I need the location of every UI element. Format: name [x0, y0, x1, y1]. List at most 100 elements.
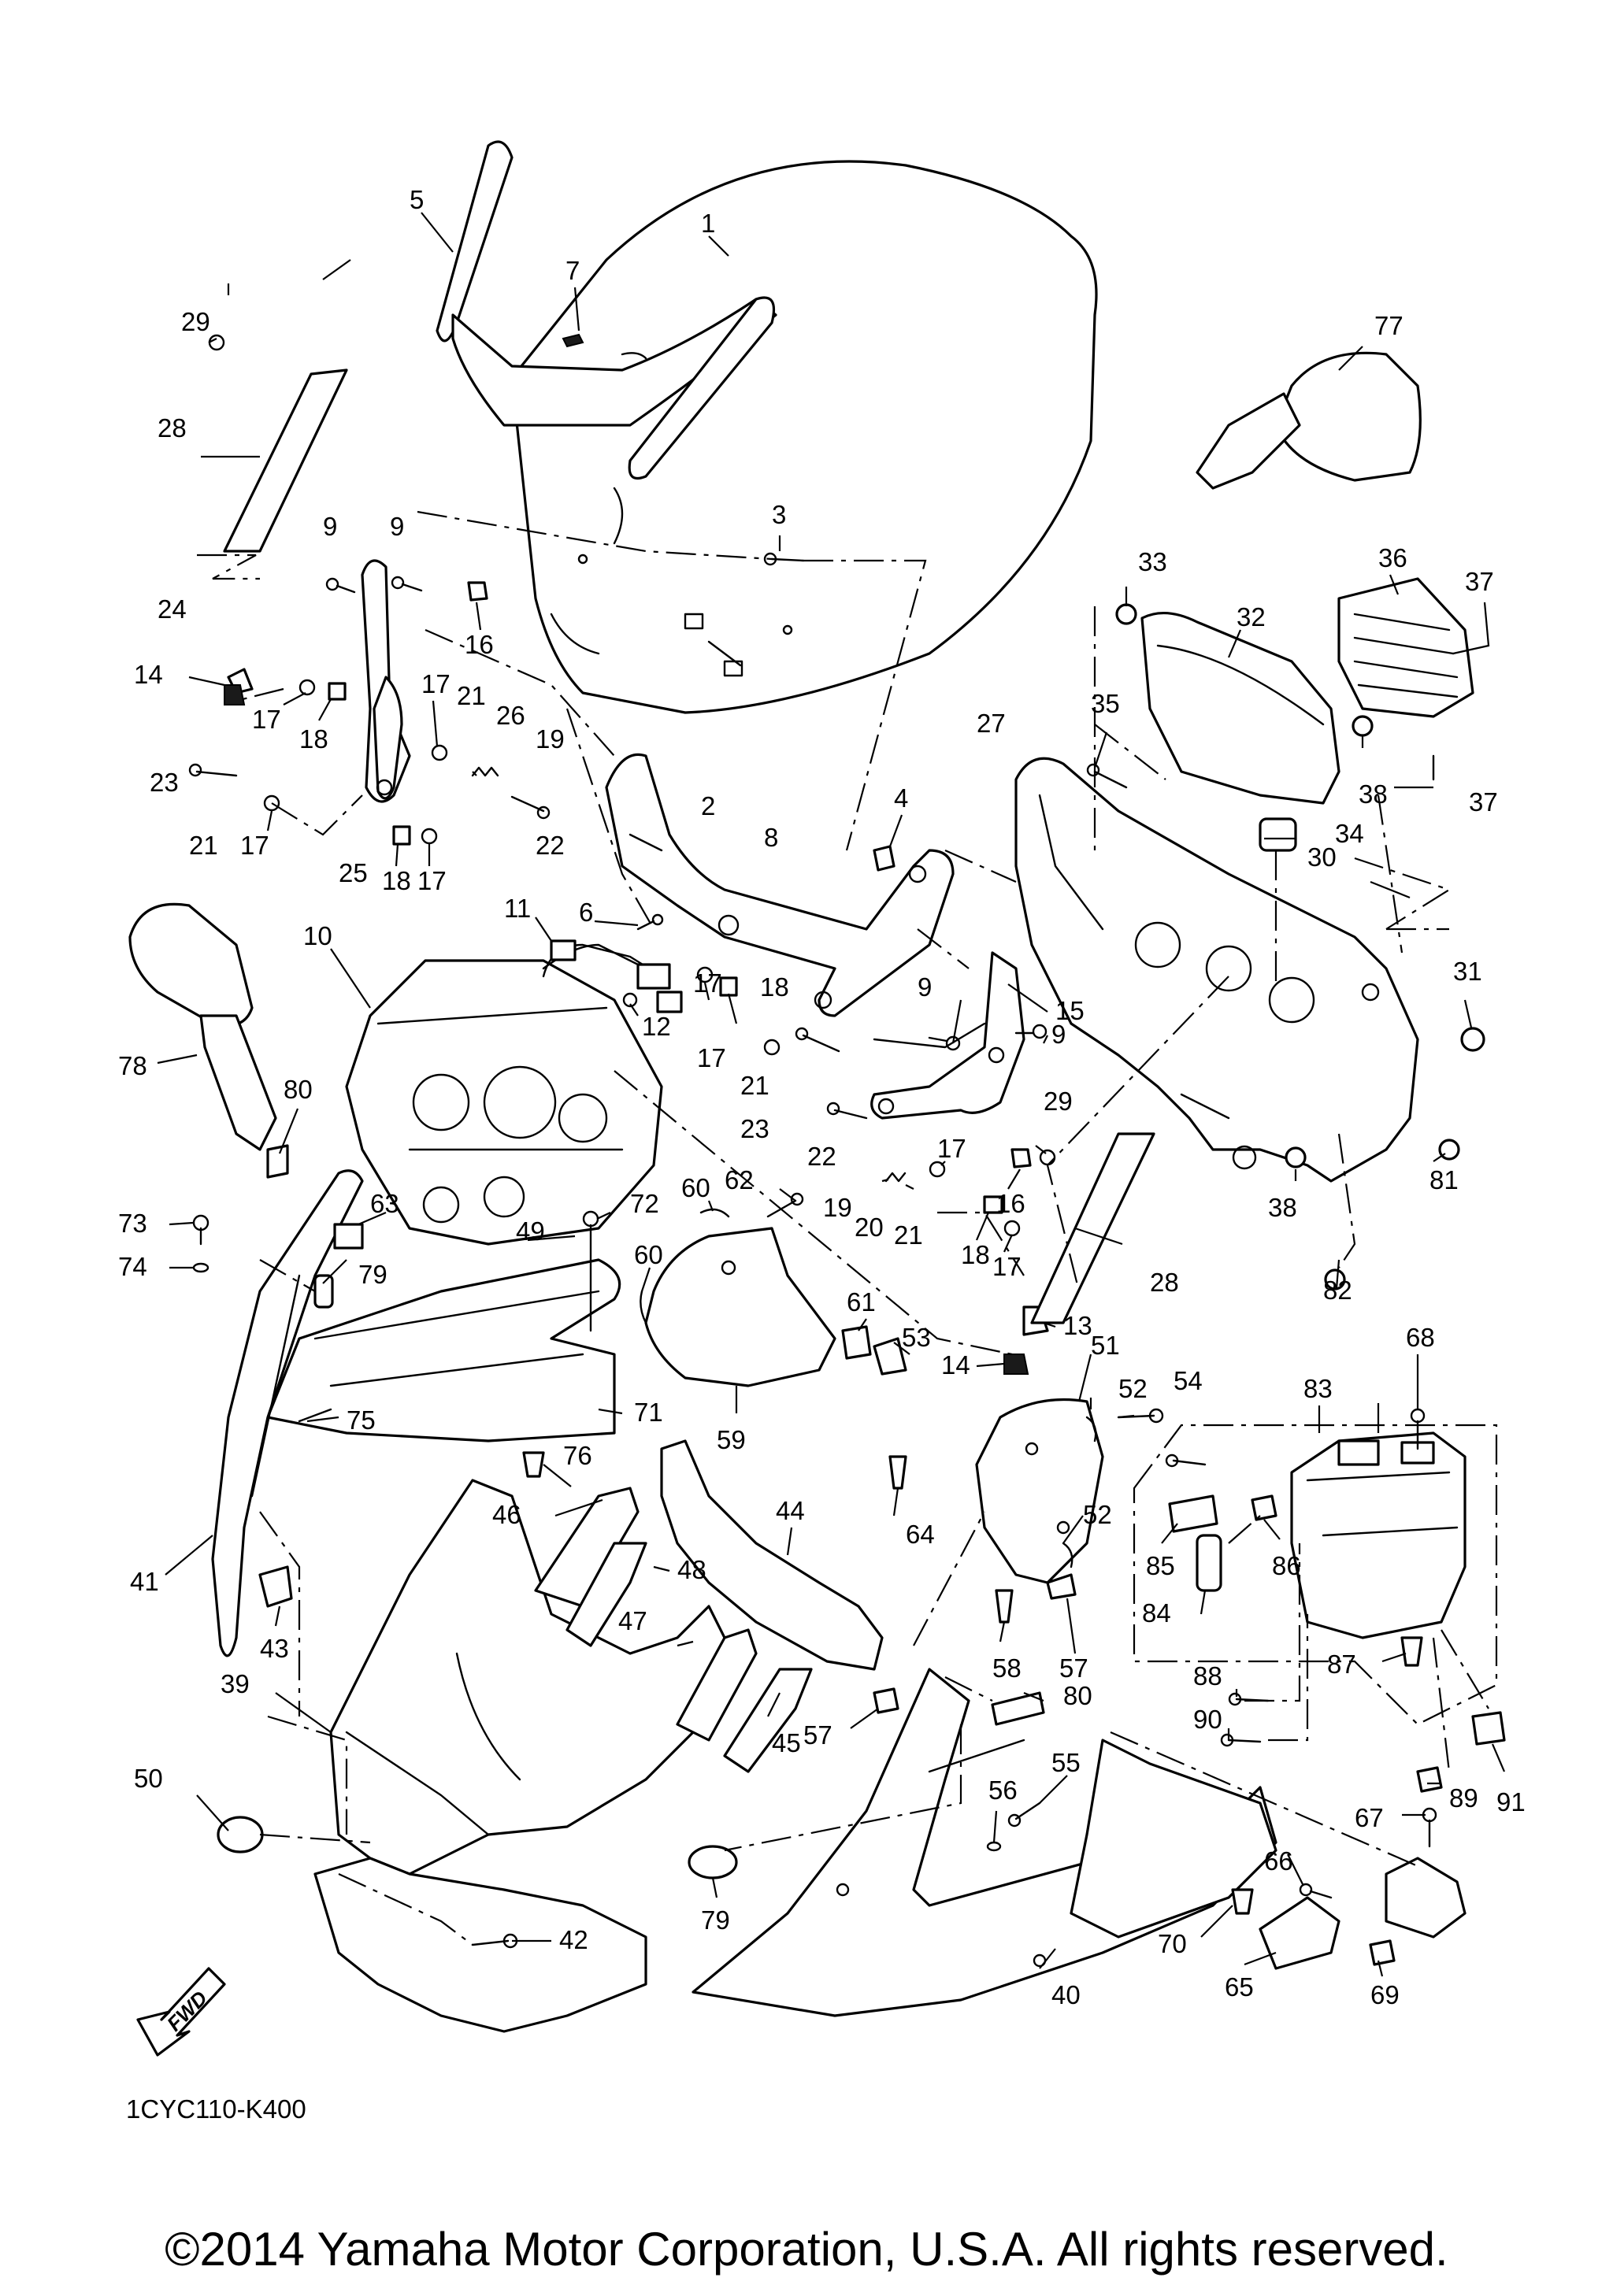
callout: 79 [358, 1260, 387, 1289]
callout: 48 [677, 1555, 706, 1584]
callout: 40 [1051, 1980, 1081, 2009]
callout: 17 [417, 866, 447, 895]
intake-duct [534, 1439, 884, 1773]
callout: 41 [130, 1567, 159, 1596]
callout: 17 [697, 1043, 726, 1072]
callout: 72 [630, 1189, 659, 1218]
drawing-code: 1CYC110-K400 [126, 2094, 306, 2124]
callout: 9 [1051, 1020, 1066, 1049]
callout: 76 [563, 1441, 592, 1470]
callout: 47 [618, 1606, 647, 1635]
callout: 91 [1496, 1787, 1526, 1816]
callout: 56 [988, 1776, 1018, 1805]
callout: 38 [1268, 1193, 1297, 1222]
callout: 22 [536, 831, 565, 860]
callout: 45 [772, 1728, 801, 1757]
callout: 42 [559, 1925, 588, 1954]
front-stay [1014, 757, 1419, 1183]
windshield-stay [605, 753, 955, 1017]
callout: 54 [1174, 1366, 1203, 1395]
inner-cover [975, 1398, 1104, 1584]
callout: 43 [260, 1634, 289, 1663]
front-cowl [313, 1479, 726, 2033]
callout: 11 [504, 894, 531, 923]
callout: 20 [855, 1213, 884, 1242]
callout: 31 [1453, 957, 1482, 986]
vent-panel [1337, 577, 1474, 718]
callout: 17 [421, 669, 451, 698]
callout: 18 [760, 972, 789, 1002]
callout: 70 [1158, 1929, 1187, 1958]
ecu-box [1290, 1431, 1467, 1639]
callout: 49 [516, 1217, 545, 1246]
callout: 51 [1091, 1331, 1120, 1360]
inner-panel [644, 1227, 836, 1387]
callout: 57 [1059, 1653, 1088, 1683]
callout: 7 [565, 256, 580, 285]
callout: 9 [323, 512, 337, 541]
callout: 58 [992, 1653, 1022, 1683]
callout: 21 [894, 1220, 923, 1250]
callout: 16 [465, 630, 494, 659]
callout: 6 [579, 898, 593, 927]
callout: 81 [1429, 1165, 1459, 1194]
windshield [510, 160, 1098, 714]
callout: 80 [284, 1075, 313, 1104]
callout-labels: 1 2 3 4 5 6 7 8 9 9 9 9 10 11 12 13 14 1… [118, 185, 1526, 2009]
callout: 62 [725, 1165, 754, 1194]
callout: 79 [701, 1905, 730, 1935]
callout: 9 [918, 972, 932, 1002]
callout: 88 [1193, 1661, 1222, 1691]
callout: 38 [1359, 780, 1388, 809]
callout: 18 [299, 724, 328, 754]
callout: 71 [634, 1398, 663, 1427]
air-duct [1140, 611, 1340, 805]
callout: 21 [740, 1071, 769, 1100]
callout: 52 [1083, 1500, 1112, 1529]
callout: 16 [996, 1189, 1025, 1218]
callout: 35 [1091, 689, 1120, 718]
wind-deflector [436, 140, 777, 480]
callout: 57 [803, 1720, 832, 1750]
callout: 13 [1063, 1311, 1092, 1340]
callout: 36 [1378, 543, 1407, 572]
callout: 14 [134, 660, 163, 689]
callout: 30 [1307, 842, 1337, 872]
callout: 60 [634, 1240, 663, 1269]
callout: 2 [701, 791, 715, 820]
callout: 26 [496, 701, 525, 730]
callout: 86 [1272, 1551, 1301, 1580]
callout: 23 [150, 768, 179, 797]
leader-lines [157, 212, 1506, 1977]
callout: 10 [303, 921, 332, 950]
mirror-left [128, 902, 277, 1151]
lower-cowl [692, 1668, 1277, 2017]
callout: 65 [1225, 1972, 1254, 2002]
side-panel-left [211, 1169, 364, 1657]
callout: 44 [776, 1496, 805, 1525]
callout: 67 [1355, 1803, 1384, 1832]
callout: 1 [701, 209, 715, 238]
callout: 85 [1146, 1551, 1175, 1580]
callout: 90 [1193, 1705, 1222, 1734]
callout: 27 [977, 709, 1006, 738]
callout: 73 [118, 1209, 147, 1238]
callout: 18 [961, 1240, 990, 1269]
callout: 46 [492, 1500, 521, 1529]
bracket-left [361, 559, 411, 803]
callout: 53 [902, 1323, 931, 1352]
mirror-right [1196, 351, 1422, 490]
callout: 74 [118, 1252, 147, 1281]
callout: 8 [764, 823, 778, 852]
callout: 23 [740, 1114, 769, 1143]
callout: 19 [823, 1193, 852, 1222]
callout: 19 [536, 724, 565, 754]
callout: 80 [1063, 1681, 1092, 1710]
callout: 17 [937, 1134, 966, 1163]
callout: 39 [221, 1669, 250, 1698]
callout: 17 [252, 705, 281, 734]
callout: 82 [1323, 1276, 1352, 1305]
wire-connector [542, 939, 683, 1013]
reference-lines [197, 510, 1498, 1946]
